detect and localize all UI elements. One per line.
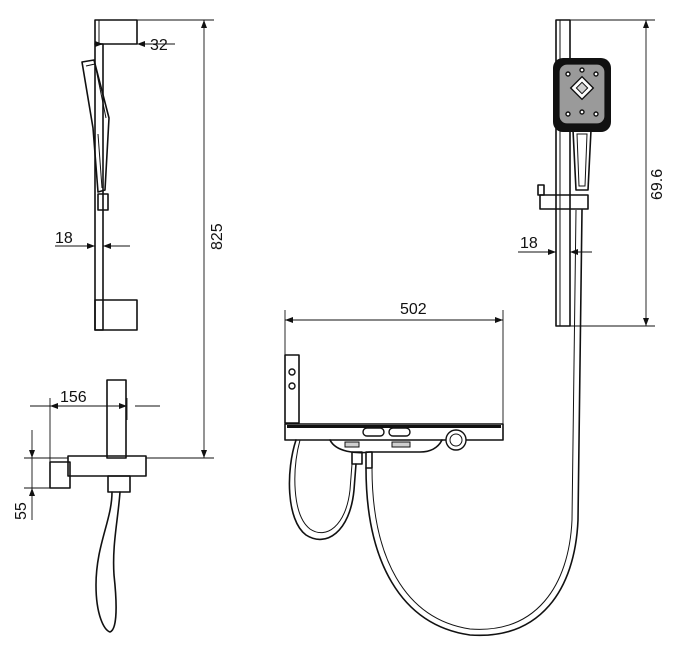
outlet-spout-side — [49, 461, 71, 489]
dimension-total-height: 825 — [137, 19, 226, 459]
nozzle-pattern — [565, 67, 599, 117]
side-view: 32 18 825 156 — [13, 19, 226, 633]
dimension-head-height: 69.6 — [570, 19, 666, 327]
shelf-underside — [329, 439, 443, 454]
rail-front — [555, 19, 571, 327]
dimension-outlet-height: 55 — [13, 430, 68, 520]
mixer-body-side — [67, 455, 147, 477]
dimension-handle-gap-left: 18 — [55, 230, 130, 249]
shelf-top — [284, 423, 504, 441]
control-button-top — [288, 368, 296, 376]
front-view-rail: 69.6 18 — [518, 19, 666, 327]
dimension-mixer-projection: 156 — [30, 389, 160, 462]
control-button-bottom — [288, 382, 296, 390]
mixer-panel-side — [106, 379, 127, 459]
dimension-label-18-left: 18 — [55, 230, 73, 247]
shower-handle — [572, 129, 592, 191]
dimension-label-18-right: 18 — [520, 235, 538, 252]
slider-holder-front — [539, 194, 589, 210]
hose-loop-large — [365, 209, 583, 637]
temperature-dial — [445, 429, 467, 451]
top-wall-bracket — [94, 19, 138, 45]
dimension-shelf-width: 502 — [284, 301, 504, 424]
dimension-label-69-6: 69.6 — [649, 169, 666, 200]
control-tower — [284, 354, 300, 424]
dimension-label-55: 55 — [13, 502, 30, 520]
dimension-label-32: 32 — [150, 37, 168, 54]
shelf-button-right — [388, 427, 411, 437]
hose-side — [95, 491, 121, 633]
hose-loop-small — [288, 439, 357, 541]
handheld-shower-side — [81, 59, 110, 193]
shelf-button-left — [362, 427, 385, 437]
outlet-fitting — [351, 451, 363, 465]
dimension-label-825: 825 — [209, 223, 226, 250]
lower-wall-bracket — [94, 299, 138, 331]
front-view-shelf: 502 — [284, 209, 583, 637]
dimension-bracket-depth: 32 — [95, 37, 175, 54]
dimension-label-156: 156 — [60, 389, 87, 406]
dimension-label-502: 502 — [400, 301, 427, 318]
dimension-handle-gap-right: 18 — [518, 235, 592, 255]
